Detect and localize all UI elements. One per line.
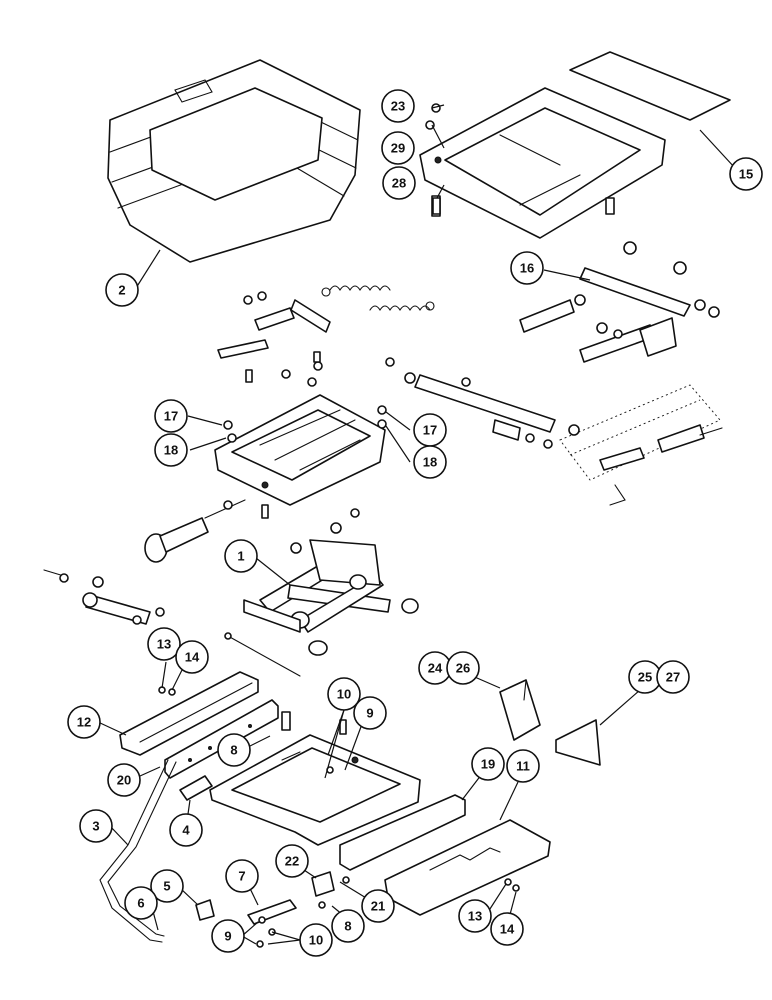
svg-text:14: 14 [185,650,200,665]
svg-text:7: 7 [238,869,245,884]
cover-plate [569,51,731,121]
svg-text:28: 28 [392,176,406,191]
bellows-boot [107,59,361,263]
callout-17-right: 17 [413,413,447,447]
callout-18-right: 18 [413,445,447,479]
callout-7: 7 [225,859,259,893]
svg-text:6: 6 [137,896,144,911]
callout-14-lower: 14 [490,912,524,946]
callout-2: 2 [105,273,139,307]
svg-text:5: 5 [163,879,170,894]
callout-18-left: 18 [154,433,188,467]
adjuster-knob [144,499,269,563]
svg-text:9: 9 [366,706,373,721]
shock-absorber [43,569,165,625]
bracket-24-26 [499,679,541,741]
svg-text:18: 18 [423,455,437,470]
callout-9-upper: 9 [353,696,387,730]
callout-9-lower: 9 [211,919,245,953]
callout-25: 25 [628,660,662,694]
upper-hardware [217,291,331,387]
callout-14-upper: 14 [175,640,209,674]
callout-17-left: 17 [154,399,188,433]
svg-text:10: 10 [309,933,323,948]
lever-mechanism [559,384,723,506]
svg-text:1: 1 [237,549,244,564]
svg-text:19: 19 [481,757,495,772]
svg-text:17: 17 [164,409,178,424]
svg-text:3: 3 [92,819,99,834]
svg-text:12: 12 [77,715,91,730]
callout-11: 11 [506,749,540,783]
callout-20: 20 [107,763,141,797]
rod [224,632,301,677]
svg-text:13: 13 [157,637,171,652]
svg-text:4: 4 [182,823,190,838]
linkage-bar-assembly [519,241,720,363]
svg-text:13: 13 [468,909,482,924]
scissor-mechanism [243,508,419,656]
callout-23: 23 [381,89,415,123]
svg-text:23: 23 [391,99,405,114]
callout-12: 12 [67,705,101,739]
bracket-7 [247,899,297,925]
callout-5: 5 [150,869,184,903]
callout-13-lower: 13 [458,899,492,933]
svg-text:18: 18 [164,443,178,458]
svg-text:16: 16 [520,261,534,276]
callout-1: 1 [224,539,258,573]
svg-text:21: 21 [371,899,385,914]
callout-10-upper: 10 [327,677,361,711]
callout-27: 27 [656,660,690,694]
svg-text:2: 2 [118,283,125,298]
svg-text:11: 11 [516,759,530,774]
svg-text:17: 17 [423,423,437,438]
svg-text:10: 10 [337,687,351,702]
callout-13-upper: 13 [147,627,181,661]
callout-22: 22 [275,844,309,878]
svg-text:15: 15 [739,167,753,182]
side-rail-12 [119,671,259,756]
upper-mechanism-body [214,394,386,506]
svg-text:27: 27 [666,670,680,685]
svg-text:22: 22 [285,854,299,869]
svg-text:20: 20 [117,773,131,788]
callout-8-lower: 8 [331,909,365,943]
callout-10-lower: 10 [299,923,333,957]
callout-4: 4 [169,813,203,847]
middle-linkage [385,357,580,449]
bracket-25-27 [555,719,601,766]
tension-springs [321,285,435,312]
tube [179,775,213,801]
callout-15: 15 [729,157,763,191]
svg-text:8: 8 [344,919,351,934]
side-rail-19 [339,794,466,871]
small-hardware [158,103,520,948]
callout-8-upper: 8 [217,733,251,767]
callout-3: 3 [79,809,113,843]
callout-26: 26 [446,651,480,685]
handle-lever [99,759,177,943]
svg-text:29: 29 [391,141,405,156]
clip-5 [195,899,215,921]
svg-text:25: 25 [638,670,652,685]
callout-6: 6 [124,886,158,920]
base-frame [209,711,421,846]
callout-28: 28 [382,166,416,200]
svg-text:24: 24 [428,661,443,676]
callout-21: 21 [361,889,395,923]
svg-text:8: 8 [230,743,237,758]
callout-29: 29 [381,131,415,165]
bracket-22 [311,871,335,909]
svg-text:14: 14 [500,922,515,937]
upper-seat-frame [419,87,666,239]
svg-text:26: 26 [456,661,470,676]
callout-19: 19 [471,747,505,781]
callout-16: 16 [510,251,544,285]
svg-text:9: 9 [224,929,231,944]
